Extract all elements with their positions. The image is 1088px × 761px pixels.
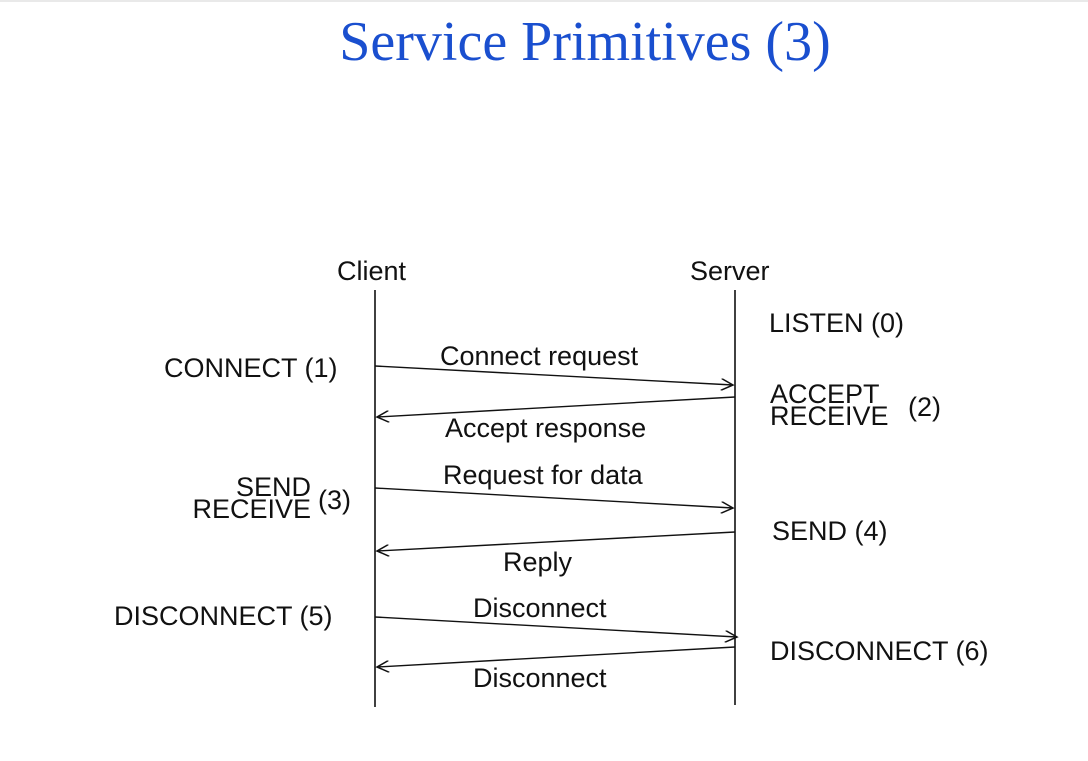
server-event-disconnect: DISCONNECT (6) (770, 636, 989, 666)
server-event-accept: ACCEPT (770, 379, 880, 409)
message-label-reply: Reply (503, 547, 573, 577)
arrow-accept-response (377, 396, 736, 417)
client-event-send-receive: SEND RECEIVE (176, 472, 311, 524)
arrow-disconnect-server (377, 646, 736, 667)
message-label-accept-response: Accept response (445, 413, 647, 443)
server-event-2-number: (2) (908, 392, 941, 422)
arrow-reply (377, 531, 736, 551)
client-event-receive: RECEIVE (192, 494, 311, 524)
client-event-send: SEND (235, 472, 311, 502)
slide-title: Service Primitives (3) (339, 11, 831, 73)
message-label-request-for-data: Request for data (443, 460, 643, 490)
server-event-send: SEND (4) (772, 516, 888, 546)
message-label-connect-request: Connect request (440, 341, 639, 371)
client-label: Client (337, 256, 407, 286)
message-label-disconnect-1: Disconnect (473, 593, 607, 623)
server-label: Server (690, 256, 770, 286)
top-rule (0, 0, 1088, 2)
client-event-3-number: (3) (318, 485, 351, 515)
arrow-connect-request (374, 365, 733, 385)
server-event-accept-receive: ACCEPT RECEIVE (770, 379, 889, 431)
client-event-connect: CONNECT (1) (164, 353, 338, 383)
arrow-request-for-data (374, 487, 733, 508)
client-event-disconnect: DISCONNECT (5) (114, 601, 333, 631)
server-event-listen: LISTEN (0) (769, 308, 905, 338)
arrow-disconnect-client (374, 616, 737, 637)
server-event-receive: RECEIVE (770, 401, 889, 431)
message-label-disconnect-2: Disconnect (473, 663, 607, 693)
